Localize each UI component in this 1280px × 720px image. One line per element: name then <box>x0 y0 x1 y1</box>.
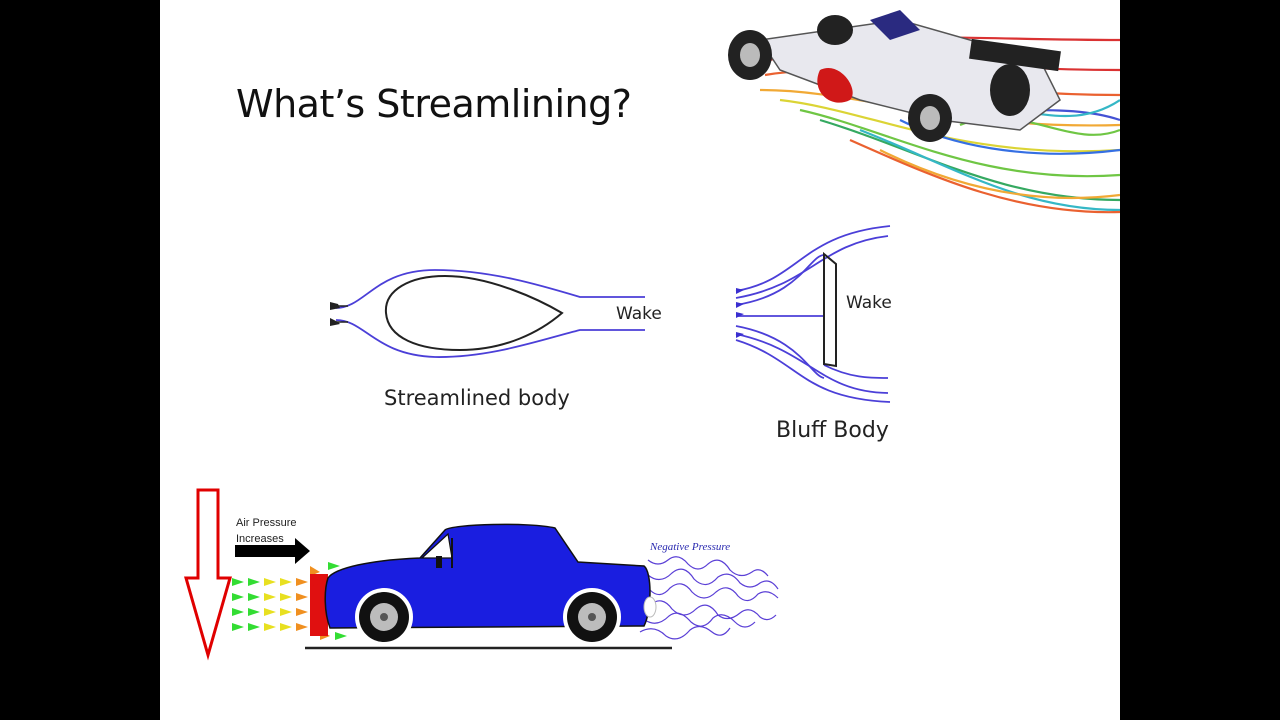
bluff-caption: Bluff Body <box>776 418 889 443</box>
streamlined-wake-label: Wake <box>616 304 662 324</box>
bluff-shape <box>823 251 837 368</box>
streamlines <box>759 36 1120 214</box>
bluff-wake-label: Wake <box>846 293 892 313</box>
f1-car-body <box>728 10 1061 142</box>
negative-pressure-turbulence <box>639 556 779 640</box>
air-pressure-label: Air Pressure Increases <box>236 515 297 547</box>
negative-pressure-label: Negative Pressure <box>650 541 731 553</box>
air-pressure-label-line1: Air Pressure <box>236 517 297 529</box>
pressure-arrows <box>232 562 347 640</box>
streamlined-shape <box>384 274 564 352</box>
front-wheel <box>355 588 413 646</box>
down-arrow-icon <box>184 488 232 661</box>
slide-title: What’s Streamlining? <box>236 82 632 126</box>
car-body <box>324 523 657 646</box>
rear-wheel <box>563 588 621 646</box>
slide: What’s Streamlining? <box>160 0 1120 720</box>
streamlined-caption: Streamlined body <box>384 386 570 410</box>
air-pressure-label-line2: Increases <box>236 533 284 545</box>
